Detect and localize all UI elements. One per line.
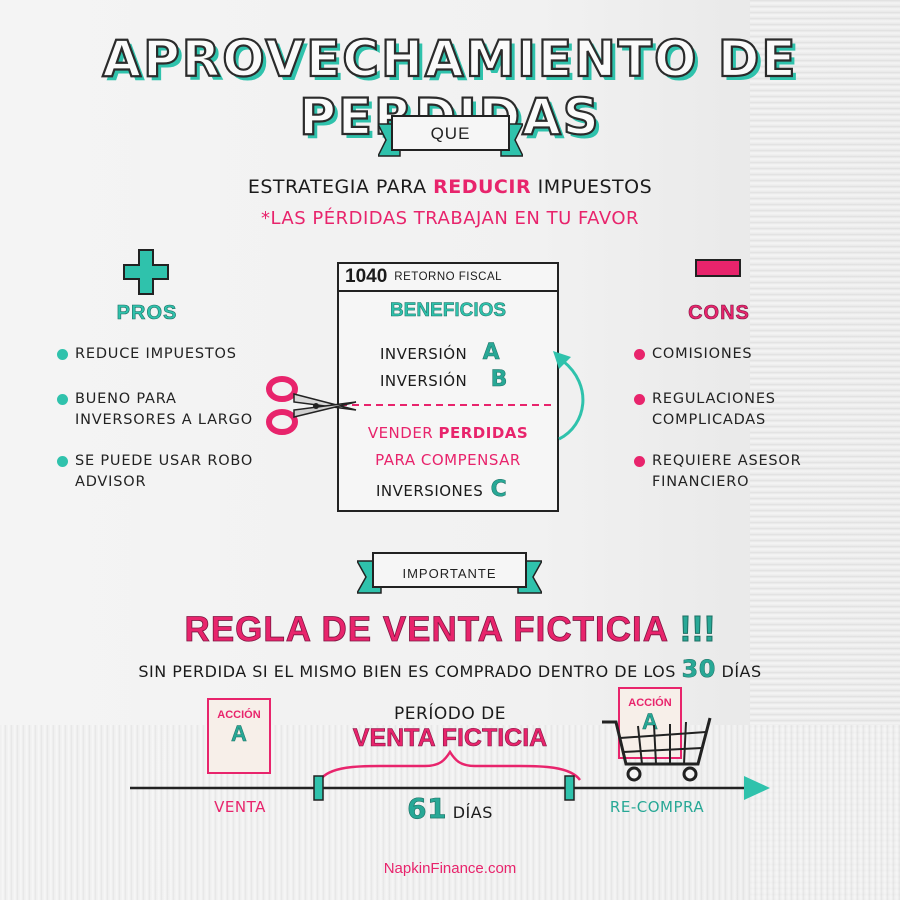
sell-label: VENTA bbox=[214, 798, 266, 816]
page-title: APROVECHAMIENTO DE PERDIDAS bbox=[101, 29, 798, 147]
form-number: 1040 bbox=[345, 266, 388, 287]
curved-arrow-icon bbox=[553, 351, 585, 441]
stock-certificate-sell: ACCIÓN A bbox=[207, 698, 271, 774]
plus-icon bbox=[123, 249, 169, 295]
wash-sale-description: SIN PERDIDA SI EL MISMO BIEN ES COMPRADO… bbox=[138, 655, 762, 684]
strategy-text: ESTRATEGIA PARA REDUCIR IMPUESTOS bbox=[247, 176, 653, 198]
period-label: PERÍODO DE bbox=[394, 704, 506, 724]
reduce-word: REDUCIR bbox=[433, 176, 532, 198]
tax-form-1040: 1040 RETORNO FISCAL BENEFICIOS bbox=[337, 262, 559, 512]
form-row-investment-b: INVERSIÓN B bbox=[380, 367, 508, 393]
losses-note: *LAS PÉRDIDAS TRABAJAN EN TU FAVOR bbox=[260, 208, 640, 229]
days-label: 61 DÍAS bbox=[407, 792, 493, 826]
que-banner bbox=[378, 115, 523, 157]
rebuy-label: RE-COMPRA bbox=[609, 798, 705, 816]
cut-line bbox=[340, 404, 556, 406]
cons-heading: CONS bbox=[688, 302, 750, 325]
cons-bullet bbox=[634, 456, 645, 467]
form-heading: BENEFICIOS bbox=[389, 300, 507, 322]
scissors-icon bbox=[266, 376, 357, 435]
cons-bullet bbox=[634, 349, 645, 360]
pros-bullet bbox=[57, 349, 68, 360]
form-sell-losses: VENDER PERDIDAS bbox=[367, 424, 529, 442]
form-offset-text: PARA COMPENSAR bbox=[375, 451, 521, 469]
cons-item: COMISIONES bbox=[652, 346, 753, 362]
timeline-arrow bbox=[130, 775, 770, 801]
que-label: QUE bbox=[430, 124, 471, 143]
pros-item: SE PUEDE USAR ROBO ADVISOR bbox=[75, 453, 254, 490]
form-row-investments-c: INVERSIONES C bbox=[376, 477, 508, 503]
cons-item: REQUIERE ASESOR FINANCIERO bbox=[652, 453, 802, 490]
importante-banner bbox=[357, 552, 542, 594]
pros-heading: PROS bbox=[116, 302, 178, 325]
form-row-investment-a: INVERSIÓN A bbox=[380, 340, 501, 366]
pros-item: REDUCE IMPUESTOS bbox=[75, 346, 237, 362]
importante-label: IMPORTANTE bbox=[402, 566, 497, 581]
footer-link[interactable]: NapkinFinance.com bbox=[383, 860, 517, 877]
minus-icon bbox=[695, 259, 741, 277]
cons-item: REGULACIONES COMPLICADAS bbox=[652, 391, 776, 428]
wash-sale-rule-heading: REGLA DE VENTA FICTICIA !!! bbox=[184, 608, 716, 650]
pros-bullet bbox=[57, 394, 68, 405]
period-title: VENTA FICTICIA bbox=[352, 724, 548, 753]
cons-bullet bbox=[634, 394, 645, 405]
pros-bullet bbox=[57, 456, 68, 467]
form-name: RETORNO FISCAL bbox=[394, 271, 503, 283]
form-header: 1040 RETORNO FISCAL bbox=[339, 264, 557, 292]
stock-certificate-rebuy: ACCIÓN A bbox=[618, 687, 682, 759]
period-brace bbox=[318, 750, 582, 781]
pros-item: BUENO PARA INVERSORES A LARGO bbox=[75, 391, 253, 428]
shopping-cart-icon bbox=[602, 717, 712, 782]
